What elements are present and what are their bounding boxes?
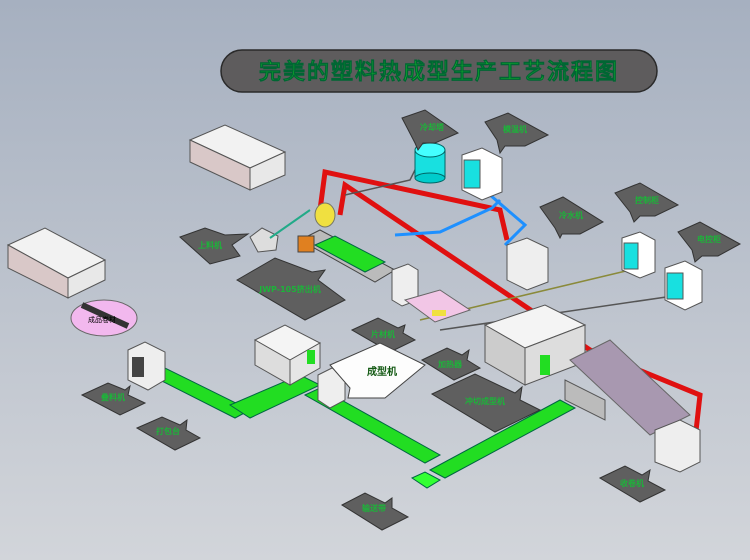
callout-cutting: 冲切成型机 xyxy=(430,373,542,433)
callout-chiller: 冷水机 xyxy=(539,196,605,240)
callouts: 冷却塔 模温机 冷水机 控制柜 电控柜 上料机 JWP-105挤出机 片材机 成… xyxy=(80,109,742,531)
svg-text:模温机: 模温机 xyxy=(503,124,527,134)
callout-conveyor: 输送带 xyxy=(340,492,410,531)
product-label: 成品卷材 xyxy=(88,315,116,324)
extruder xyxy=(297,202,419,307)
callout-forming: 成型机 xyxy=(329,342,426,399)
callout-cabinet-1: 控制柜 xyxy=(614,182,680,223)
callout-loader: 上料机 xyxy=(179,227,250,265)
product-roll: 成品卷材 xyxy=(70,299,138,337)
mold-temp-cabinet xyxy=(461,147,503,201)
svg-text:收卷机: 收卷机 xyxy=(620,478,644,488)
hot-pipe-1 xyxy=(317,168,510,241)
cooling-tower xyxy=(414,142,446,184)
svg-text:JWP-105挤出机: JWP-105挤出机 xyxy=(258,284,321,294)
svg-text:冷却塔: 冷却塔 xyxy=(420,122,445,132)
callout-extruder: JWP-105挤出机 xyxy=(236,257,346,321)
svg-text:冷水机: 冷水机 xyxy=(559,210,583,220)
sheet-feeder xyxy=(403,289,472,323)
callout-mold-temp: 模温机 xyxy=(484,112,550,155)
forming-station-1 xyxy=(253,324,322,386)
cold-pipe xyxy=(394,198,502,237)
conveyor-line xyxy=(148,367,577,489)
cabinet-3 xyxy=(664,260,703,311)
callout-winder: 收卷机 xyxy=(598,465,667,503)
callout-cooling-tower: 冷却塔 xyxy=(401,109,460,152)
svg-text:输送带: 输送带 xyxy=(362,503,386,513)
svg-text:控制柜: 控制柜 xyxy=(635,195,659,205)
loader xyxy=(249,209,311,253)
cabinet-2 xyxy=(621,231,656,279)
winder-machine xyxy=(127,341,166,391)
svg-text:上料机: 上料机 xyxy=(198,240,222,250)
truck-2 xyxy=(6,227,107,299)
svg-text:冲切成型机: 冲切成型机 xyxy=(465,396,505,406)
control-cabinet xyxy=(506,237,549,291)
callout-cabinet-2: 电控柜 xyxy=(677,221,742,263)
svg-text:加热器: 加热器 xyxy=(437,359,463,369)
diagram-title: 完美的塑料热成型生产工艺流程图 xyxy=(259,59,619,85)
svg-text:打包台: 打包台 xyxy=(156,426,180,436)
callout-packing: 打包台 xyxy=(135,416,202,451)
svg-text:成型机: 成型机 xyxy=(367,365,397,378)
svg-text:片材机: 片材机 xyxy=(371,329,395,339)
thermoforming-machine xyxy=(483,304,701,473)
title-banner: 完美的塑料热成型生产工艺流程图 xyxy=(220,49,658,93)
svg-text:电控柜: 电控柜 xyxy=(697,234,721,244)
callout-stacker: 叠料机 xyxy=(80,382,147,416)
svg-text:叠料机: 叠料机 xyxy=(101,392,125,402)
truck-1 xyxy=(188,124,287,191)
callout-heater: 加热器 xyxy=(420,347,482,381)
